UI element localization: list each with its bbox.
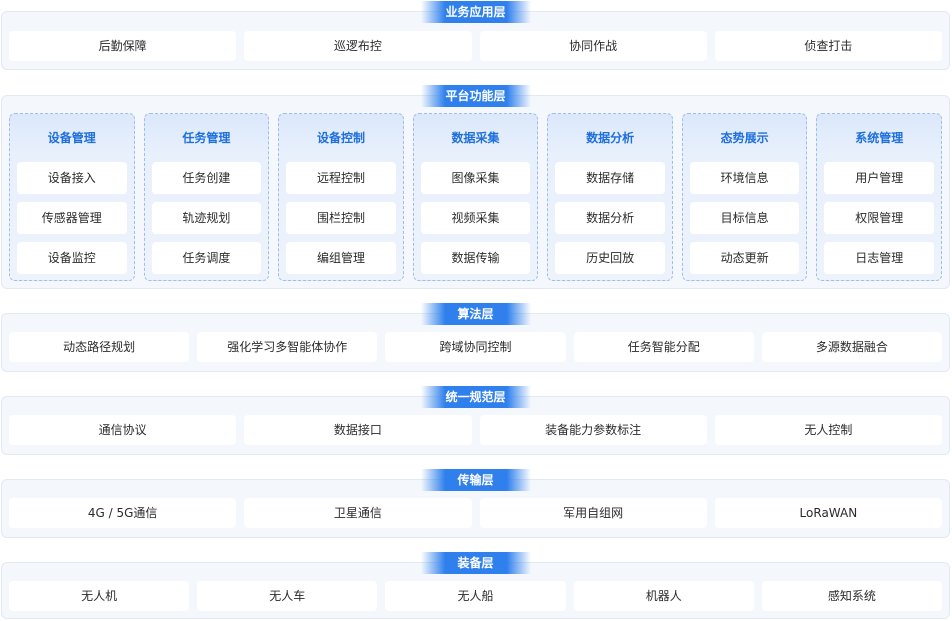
algorithm-layer: 算法层 动态路径规划 强化学习多智能体协作 跨域协同控制 任务智能分配 多源数据…: [1, 303, 950, 372]
algorithm-item: 强化学习多智能体协作: [197, 332, 378, 362]
platform-column-device-management: 设备管理 设备接入 传感器管理 设备监控: [9, 113, 135, 281]
standard-layer: 统一规范层 通信协议 数据接口 装备能力参数标注 无人控制: [1, 386, 950, 455]
column-title: 系统管理: [855, 131, 904, 145]
column-item: 历史回放: [555, 242, 665, 274]
column-item: 动态更新: [689, 242, 800, 274]
standard-item: 装备能力参数标注: [479, 415, 707, 445]
platform-column-task-management: 任务管理 任务创建 轨迹规划 任务调度: [143, 113, 270, 281]
column-title: 设备控制: [316, 131, 365, 145]
column-item: 轨迹规划: [151, 202, 262, 234]
transport-item: 军用自组网: [479, 498, 707, 528]
column-item: 权限管理: [824, 202, 935, 234]
standard-item: 数据接口: [244, 415, 472, 445]
equipment-item: 无人机: [9, 581, 190, 611]
equipment-item: 无人车: [197, 581, 378, 611]
equipment-layer-title: 装备层: [420, 552, 531, 574]
transport-layer: 传输层 4G / 5G通信 卫星通信 军用自组网 LoRaWAN: [1, 469, 950, 538]
business-layer: 业务应用层 后勤保障 巡逻布控 协同作战 侦查打击: [1, 1, 950, 70]
platform-column-device-control: 设备控制 远程控制 围栏控制 编组管理: [278, 113, 404, 281]
platform-layer: 平台功能层 设备管理 设备接入 传感器管理 设备监控 任务管理 任务创建 轨迹规…: [1, 85, 950, 289]
column-item: 远程控制: [286, 162, 396, 194]
equipment-item: 无人船: [385, 581, 566, 611]
business-item-patrol: 巡逻布控: [244, 31, 472, 61]
platform-column-data-collection: 数据采集 图像采集 视频采集 数据传输: [412, 113, 539, 281]
algorithm-item: 任务智能分配: [573, 332, 754, 362]
column-item: 围栏控制: [286, 202, 396, 234]
column-item: 图像采集: [420, 162, 531, 194]
transport-item: LoRaWAN: [714, 498, 942, 528]
algorithm-item: 跨域协同控制: [385, 332, 566, 362]
algorithm-layer-title: 算法层: [420, 303, 531, 325]
column-title: 设备管理: [47, 131, 96, 145]
column-item: 数据分析: [555, 202, 665, 234]
standard-item: 无人控制: [714, 415, 942, 445]
equipment-item: 机器人: [573, 581, 754, 611]
column-item: 编组管理: [286, 242, 396, 274]
column-item: 任务创建: [151, 162, 262, 194]
standard-layer-title: 统一规范层: [420, 386, 531, 408]
algorithm-item: 动态路径规划: [9, 332, 190, 362]
column-item: 视频采集: [420, 202, 531, 234]
column-item: 用户管理: [824, 162, 935, 194]
platform-column-system-management: 系统管理 用户管理 权限管理 日志管理: [816, 113, 943, 281]
business-item-logistics: 后勤保障: [9, 31, 237, 61]
platform-column-data-analysis: 数据分析 数据存储 数据分析 历史回放: [547, 113, 673, 281]
transport-item: 卫星通信: [244, 498, 472, 528]
business-item-cooperative-combat: 协同作战: [479, 31, 707, 61]
column-item: 传感器管理: [17, 202, 127, 234]
platform-column-situation-display: 态势展示 环境信息 目标信息 动态更新: [681, 113, 808, 281]
transport-item: 4G / 5G通信: [9, 498, 237, 528]
column-title: 任务管理: [182, 131, 231, 145]
column-item: 日志管理: [824, 242, 935, 274]
column-item: 任务调度: [151, 242, 262, 274]
platform-layer-title: 平台功能层: [420, 85, 531, 107]
column-title: 数据分析: [586, 131, 635, 145]
algorithm-item: 多源数据融合: [761, 332, 943, 362]
column-item: 目标信息: [689, 202, 800, 234]
column-title: 数据采集: [451, 131, 500, 145]
equipment-layer: 装备层 无人机 无人车 无人船 机器人 感知系统: [1, 552, 950, 619]
business-layer-title: 业务应用层: [420, 1, 531, 23]
column-title: 态势展示: [720, 131, 769, 145]
equipment-item: 感知系统: [761, 581, 943, 611]
column-item: 设备接入: [17, 162, 127, 194]
business-item-recon-strike: 侦查打击: [714, 31, 942, 61]
column-item: 设备监控: [17, 242, 127, 274]
column-item: 环境信息: [689, 162, 800, 194]
column-item: 数据存储: [555, 162, 665, 194]
column-item: 数据传输: [420, 242, 531, 274]
transport-layer-title: 传输层: [420, 469, 531, 491]
standard-item: 通信协议: [9, 415, 237, 445]
